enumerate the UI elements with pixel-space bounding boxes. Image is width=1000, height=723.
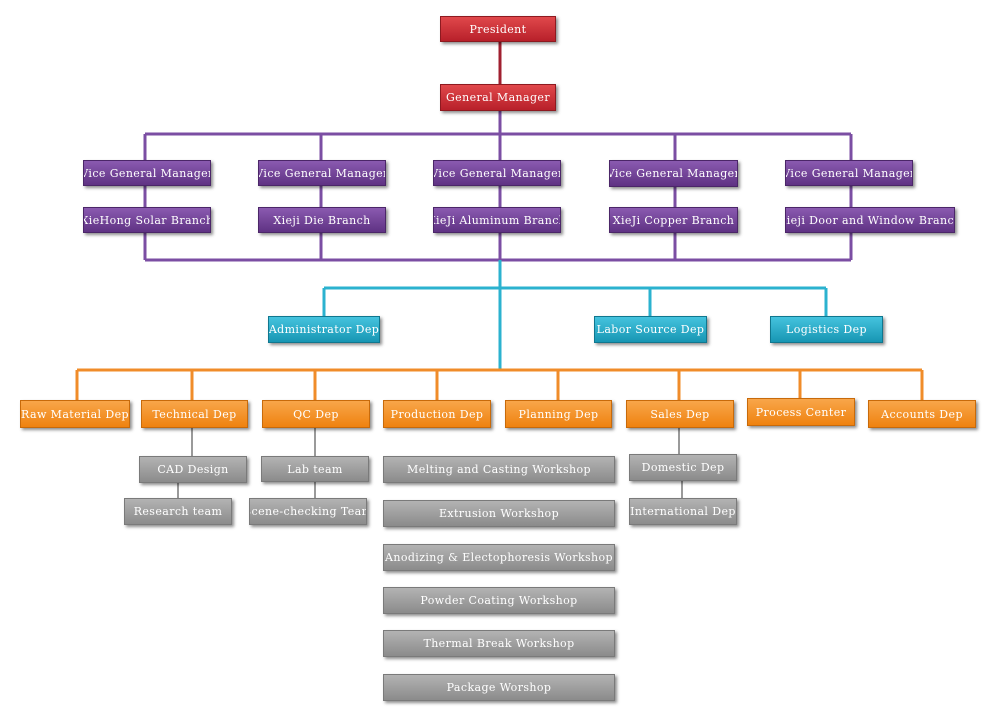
administrator-dep-box: Administrator Dep xyxy=(268,316,380,343)
scene-checking-team-box: Scene-checking Team xyxy=(249,498,367,525)
vice-general-manager-3: Vice General Manager xyxy=(433,160,561,186)
general-manager-box: General Manager xyxy=(440,84,556,111)
powder-coating-workshop-box: Powder Coating Workshop xyxy=(383,587,615,614)
raw-material-dep-box: Raw Material Dep xyxy=(20,400,130,428)
anodizing-electophoresis-workshop-box: Anodizing & Electophoresis Workshop xyxy=(383,544,615,571)
branch-xieji-door-window: Xieji Door and Window Branch xyxy=(785,207,955,233)
process-center-box: Process Center xyxy=(747,398,855,426)
planning-dep-box: Planning Dep xyxy=(505,400,612,428)
international-dep-box: International Dep xyxy=(629,498,737,525)
president-box: President xyxy=(440,16,556,42)
vice-general-manager-2: Vice General Manager xyxy=(258,160,386,186)
qc-dep-box: QC Dep xyxy=(262,400,370,428)
technical-dep-box: Technical Dep xyxy=(141,400,248,428)
branch-xieji-copper: XieJi Copper Branch xyxy=(609,207,738,233)
line-branch-bottom-bus xyxy=(143,233,853,262)
vice-general-manager-5: Vice General Manager xyxy=(785,160,913,186)
domestic-dep-box: Domestic Dep xyxy=(629,454,737,481)
branch-xieji-die: Xieji Die Branch xyxy=(258,207,386,233)
branch-xiehong-solar: XieHong Solar Branch xyxy=(83,207,211,233)
logistics-dep-box: Logistics Dep xyxy=(770,316,883,343)
vice-general-manager-1: Vice General Manager xyxy=(83,160,211,186)
extrusion-workshop-box: Extrusion Workshop xyxy=(383,500,615,527)
production-dep-box: Production Dep xyxy=(383,400,491,428)
sales-dep-box: Sales Dep xyxy=(626,400,734,428)
lab-team-box: Lab team xyxy=(261,456,369,482)
labor-source-dep-box: Labor Source Dep xyxy=(594,316,707,343)
line-vp-branch xyxy=(143,186,853,207)
research-team-box: Research team xyxy=(124,498,232,525)
line-functional-bus xyxy=(75,368,924,400)
vice-general-manager-4: Vice General Manager xyxy=(609,160,738,187)
thermal-break-workshop-box: Thermal Break Workshop xyxy=(383,630,615,657)
accounts-dep-box: Accounts Dep xyxy=(868,400,976,428)
branch-xieji-aluminum: XieJi Aluminum Branch xyxy=(433,207,561,233)
line-sub-units xyxy=(177,428,683,498)
line-vp-bus xyxy=(143,111,853,160)
melting-casting-workshop-box: Melting and Casting Workshop xyxy=(383,456,615,483)
line-dept-bus xyxy=(322,260,828,370)
cad-design-box: CAD Design xyxy=(139,456,247,483)
package-worshop-box: Package Worshop xyxy=(383,674,615,701)
